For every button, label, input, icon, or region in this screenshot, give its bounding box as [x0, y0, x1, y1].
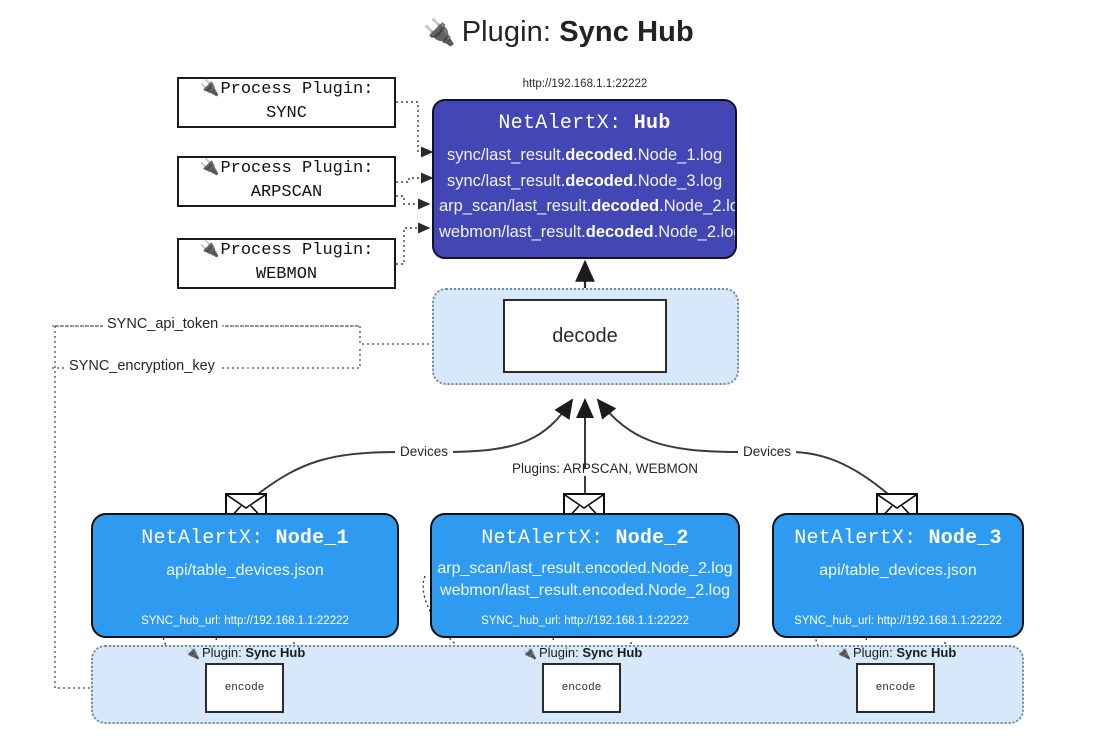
- encode-box-node-1[interactable]: encode: [205, 663, 284, 713]
- process-plugin-webmon[interactable]: 🔌Process Plugin: WEBMON: [177, 238, 396, 289]
- hub-url-label: http://192.168.1.1:22222: [522, 78, 648, 90]
- node-line: webmon/last_result.encoded.Node_2.log: [440, 582, 730, 599]
- node-line: api/table_devices.json: [166, 562, 324, 579]
- node-box-node-2[interactable]: NetAlertX: Node_2 arp_scan/last_result.e…: [430, 513, 740, 638]
- plugins-label-center: Plugins: ARPSCAN, WEBMON: [512, 461, 699, 476]
- title-prefix: Plugin:: [461, 16, 552, 48]
- hub-log-row: arp_scan/last_result.decoded.Node_2.log: [439, 197, 735, 216]
- process-plugin-label: Process Plugin:: [220, 158, 374, 178]
- process-plugin-label: Process Plugin:: [220, 240, 374, 260]
- node-footer: SYNC_hub_url: http://192.168.1.1:22222: [481, 615, 689, 627]
- decode-label: decode: [552, 324, 618, 347]
- encode-box-node-2[interactable]: encode: [542, 663, 621, 713]
- node-box-node-1[interactable]: NetAlertX: Node_1 api/table_devices.json…: [91, 513, 399, 638]
- process-plugin-name: WEBMON: [255, 265, 318, 284]
- node-line: arp_scan/last_result.encoded.Node_2.log: [437, 560, 733, 577]
- encode-plugin-label: 🔌Plugin: Sync Hub: [522, 645, 643, 660]
- encode-label: encode: [561, 682, 602, 694]
- plug-icon: 🔌: [199, 238, 220, 258]
- process-plugin-label: Process Plugin:: [220, 79, 374, 99]
- node-title: NetAlertX: Node_3: [794, 527, 1002, 550]
- process-plugin-name: ARPSCAN: [250, 183, 323, 202]
- node-box-node-3[interactable]: NetAlertX: Node_3 api/table_devices.json…: [772, 513, 1024, 638]
- hub-log-row: sync/last_result.decoded.Node_3.log: [447, 171, 723, 190]
- process-plugin-arpscan[interactable]: 🔌Process Plugin: ARPSCAN: [177, 156, 396, 207]
- hub-box[interactable]: NetAlertX: Hub sync/last_result.decoded.…: [432, 99, 737, 259]
- decode-box[interactable]: decode: [503, 299, 667, 373]
- plug-icon: 🔌: [522, 646, 537, 660]
- process-plugin-sync[interactable]: 🔌Process Plugin: SYNC: [177, 77, 396, 128]
- encode-box-node-3[interactable]: encode: [856, 663, 935, 713]
- sync-api-token-label: SYNC_api_token: [103, 316, 223, 332]
- hub-title-prefix: NetAlertX:: [498, 112, 622, 135]
- encode-plugin-label: 🔌Plugin: Sync Hub: [185, 645, 306, 660]
- plug-icon: 🔌: [836, 646, 851, 660]
- hub-title-name: Hub: [633, 112, 671, 135]
- devices-label-right: Devices: [738, 444, 797, 459]
- plug-icon: 🔌: [185, 646, 200, 660]
- hub-title: NetAlertX: Hub: [434, 112, 735, 135]
- encode-label: encode: [224, 682, 265, 694]
- title-name: Sync Hub: [559, 16, 694, 48]
- node-line: api/table_devices.json: [819, 562, 977, 579]
- process-plugin-name: SYNC: [266, 104, 307, 123]
- plug-icon: 🔌: [423, 17, 456, 47]
- node-title: NetAlertX: Node_2: [481, 527, 689, 550]
- node-footer: SYNC_hub_url: http://192.168.1.1:22222: [141, 615, 349, 627]
- node-footer: SYNC_hub_url: http://192.168.1.1:22222: [794, 615, 1002, 627]
- hub-log-row: sync/last_result.decoded.Node_1.log: [447, 146, 723, 164]
- node-title: NetAlertX: Node_1: [141, 527, 349, 550]
- plug-icon: 🔌: [199, 156, 220, 176]
- devices-label-left: Devices: [395, 444, 454, 459]
- encode-plugin-label: 🔌Plugin: Sync Hub: [836, 645, 957, 660]
- plug-icon: 🔌: [199, 77, 220, 97]
- encode-label: encode: [875, 682, 916, 694]
- hub-log-row: webmon/last_result.decoded.Node_2.log: [439, 222, 737, 241]
- page-title: 🔌Plugin: Sync Hub: [0, 16, 1117, 49]
- sync-encryption-key-label: SYNC_encryption_key: [65, 358, 219, 374]
